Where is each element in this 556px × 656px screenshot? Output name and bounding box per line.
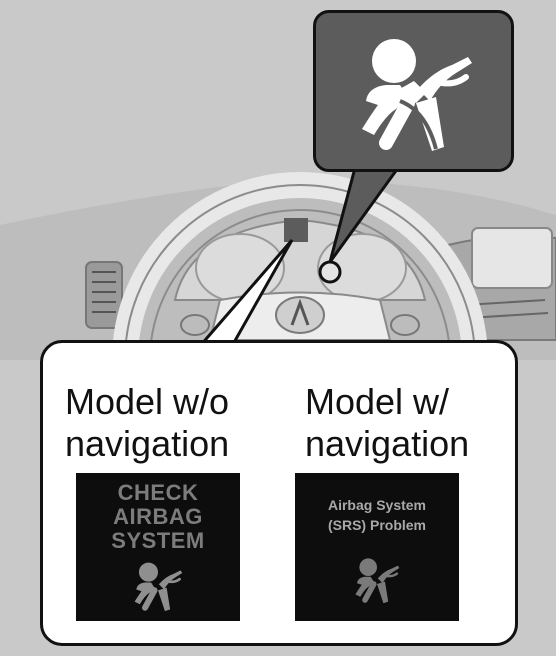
label-line: Model w/ bbox=[305, 381, 450, 422]
top-callout bbox=[313, 10, 514, 172]
display-without-nav: CHECK AIRBAG SYSTEM bbox=[76, 473, 240, 621]
bottom-callout: Model w/o navigation Model w/ navigation… bbox=[40, 340, 518, 646]
label-line: Model w/o bbox=[65, 381, 230, 422]
check-airbag-message: CHECK AIRBAG SYSTEM bbox=[76, 481, 240, 553]
label-line: navigation bbox=[305, 423, 470, 464]
left-air-vent bbox=[85, 261, 123, 329]
model-with-nav-label: Model w/ navigation bbox=[305, 381, 515, 465]
message-line: CHECK bbox=[117, 480, 199, 505]
airbag-warning-icon bbox=[134, 562, 183, 612]
indicator-location-marker bbox=[284, 218, 308, 242]
indicator-circle-marker bbox=[318, 260, 342, 284]
srs-problem-message: Airbag System (SRS) Problem bbox=[295, 495, 459, 535]
message-line: SYSTEM bbox=[111, 528, 205, 553]
model-without-nav-label: Model w/o navigation bbox=[65, 381, 275, 465]
message-line: (SRS) Problem bbox=[327, 517, 426, 533]
message-line: Airbag System bbox=[327, 497, 427, 513]
label-line: navigation bbox=[65, 423, 230, 464]
display-with-nav: Airbag System (SRS) Problem bbox=[295, 473, 459, 621]
airbag-warning-icon bbox=[355, 558, 400, 604]
airbag-warning-icon bbox=[362, 39, 472, 151]
message-line: AIRBAG bbox=[113, 504, 203, 529]
